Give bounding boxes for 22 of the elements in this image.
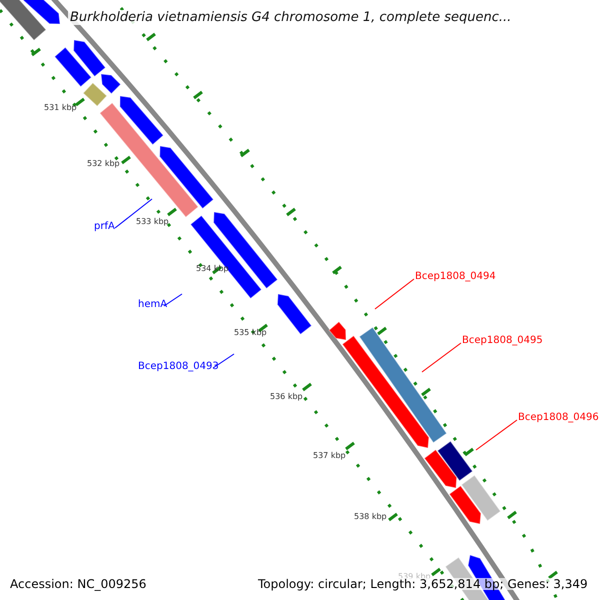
leader-line [422, 342, 462, 372]
scale-label: 532 kbp [87, 160, 120, 168]
scale-label: 531 kbp [44, 104, 77, 112]
scale-label: 533 kbp [136, 218, 169, 226]
leader-line [164, 294, 182, 306]
gene-label: Bcep1808_0496 [518, 413, 599, 423]
gene-label: Bcep1808_0495 [462, 336, 543, 346]
gene-label: Bcep1808_0493 [138, 362, 219, 372]
leader-line [374, 278, 414, 310]
scale-label: 535 kbp [234, 329, 267, 337]
scale-label: 539 kbp [398, 573, 431, 581]
gene-label: Bcep1808_0494 [415, 272, 496, 282]
accession-text: Accession: NC_009256 [10, 578, 146, 590]
summary-text: Topology: circular; Length: 3,652,814 bp; Genes: 3,349 [258, 578, 588, 590]
scale-label: 536 kbp [270, 393, 303, 401]
leader-line [476, 420, 518, 450]
scale-label: 538 kbp [354, 513, 387, 521]
leader-line [114, 198, 152, 228]
gene-label: prfA [94, 222, 115, 232]
gene-label: hemA [138, 300, 168, 310]
leader-line [212, 354, 234, 368]
scale-label: 537 kbp [313, 452, 346, 460]
